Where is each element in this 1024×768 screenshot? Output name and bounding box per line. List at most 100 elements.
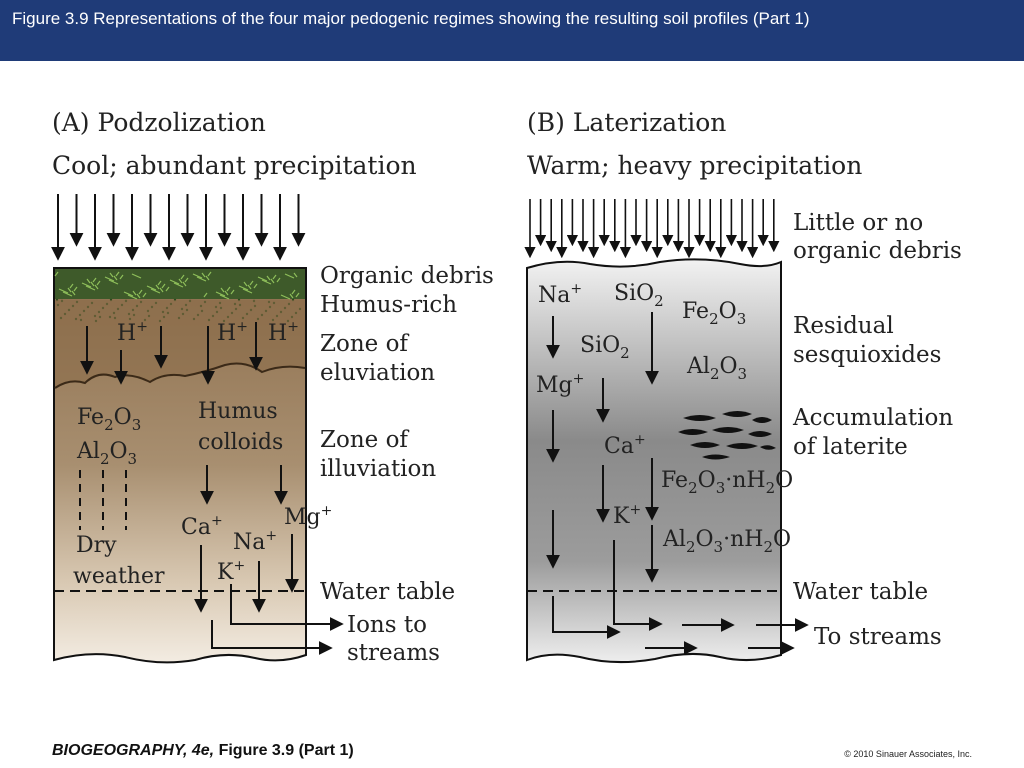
panel-b-leaching-arrows — [546, 312, 659, 583]
panel-a-organic-layer — [55, 269, 305, 299]
debris-mark — [155, 284, 160, 290]
debris-mark — [266, 275, 271, 281]
panel-b-chemicals: Na+ SiO2 Fe2O3 SiO2 Al2O3 Mg+ Ca+ Fe2O3·… — [536, 281, 793, 556]
debris-mark — [192, 273, 203, 279]
debris-mark — [165, 286, 170, 292]
panel-b-title: (B) Laterization — [527, 108, 726, 137]
debris-mark — [138, 289, 143, 295]
panel-a-rain-arrows — [51, 194, 306, 261]
debris-mark — [71, 290, 76, 296]
panel-a-eluviation-arrows — [80, 322, 263, 385]
debris-mark — [182, 281, 187, 287]
debris-mark — [243, 281, 248, 287]
debris-mark — [92, 277, 97, 283]
label-ions-to-2: streams — [347, 640, 440, 666]
label-humus-rich: Humus-rich — [320, 292, 457, 318]
debris-mark — [253, 283, 258, 289]
debris-mark — [161, 283, 166, 289]
humus-colloids-line2: colloids — [198, 430, 283, 455]
debris-mark — [94, 284, 99, 290]
debris-mark — [119, 274, 124, 280]
slide-title: Figure 3.9 Representations of the four m… — [12, 9, 810, 28]
panel-a-illuviation-arrows — [194, 465, 299, 613]
debris-mark — [238, 285, 249, 291]
panel-a-ion-flow-arrows — [211, 584, 344, 655]
debris-mark — [58, 288, 69, 294]
figure-credit: BIOGEOGRAPHY, 4e, Figure 3.9 (Part 1) — [52, 742, 354, 760]
debris-mark — [270, 278, 275, 284]
panel-a-organic-debris-marks — [54, 271, 300, 300]
debris-mark — [132, 290, 137, 296]
debris-mark — [69, 283, 74, 289]
debris-mark — [207, 271, 212, 277]
debris-mark — [219, 294, 230, 300]
debris-mark — [247, 284, 252, 290]
debris-mark — [159, 287, 164, 293]
label-little-organic-1: Little or no — [793, 210, 923, 236]
debris-mark — [178, 278, 183, 284]
label-zone-eluviation-1: Zone of — [320, 331, 409, 357]
label-zone-eluviation-2: eluviation — [320, 360, 435, 386]
debris-mark — [272, 274, 277, 280]
chem-fe2o3-a: Fe2O3 — [77, 405, 141, 434]
panel-b-flow-arrows — [552, 540, 809, 655]
h-ion-a2: H+ — [217, 319, 248, 346]
debris-mark — [205, 275, 210, 281]
figure-ref: Figure 3.9 (Part 1) — [214, 742, 354, 759]
panel-b-climate: Warm; heavy precipitation — [527, 151, 862, 180]
debris-mark — [180, 274, 185, 280]
debris-mark — [242, 288, 253, 294]
debris-mark — [108, 279, 119, 285]
debris-mark — [224, 290, 229, 296]
debris-mark — [169, 279, 180, 285]
label-accumulation-2: of laterite — [793, 434, 908, 460]
debris-mark — [115, 271, 120, 277]
debris-mark — [201, 272, 206, 278]
debris-mark — [86, 278, 91, 284]
debris-mark — [220, 287, 225, 293]
label-ions-to-1: Ions to — [347, 612, 427, 638]
ion-mg-a: Mg+ — [284, 503, 332, 530]
debris-mark — [249, 280, 254, 286]
panel-b-rain-arrows — [524, 199, 780, 259]
copyright: © 2010 Sinauer Associates, Inc. — [844, 749, 972, 759]
label-little-organic-2: organic debris — [793, 238, 962, 264]
debris-mark — [230, 289, 235, 295]
debris-mark — [276, 277, 281, 283]
label-water-table-a: Water table — [320, 579, 455, 605]
humus-colloids-line1: Humus — [198, 399, 278, 424]
debris-mark — [295, 292, 300, 298]
label-water-table-b: Water table — [793, 579, 928, 605]
debris-mark — [146, 285, 157, 291]
debris-mark — [113, 275, 118, 281]
debris-mark — [257, 276, 268, 282]
label-residual-1: Residual — [793, 313, 894, 339]
debris-mark — [280, 294, 291, 300]
panel-a-capillary-dashes — [79, 470, 127, 530]
debris-mark — [90, 281, 95, 287]
debris-mark — [184, 277, 189, 283]
debris-mark — [142, 292, 147, 298]
debris-mark — [173, 282, 184, 288]
debris-mark — [54, 271, 59, 277]
debris-mark — [127, 294, 138, 300]
label-zone-illuviation-1: Zone of — [320, 427, 409, 453]
debris-mark — [67, 287, 72, 293]
debris-mark — [157, 280, 162, 286]
debris-mark — [215, 291, 226, 297]
panel-a-climate: Cool; abundant precipitation — [52, 151, 417, 180]
chem-fe2o3-b: Fe2O3 — [682, 299, 746, 328]
debris-mark — [109, 272, 114, 278]
panel-b-soil-profile — [526, 258, 782, 664]
panel-a-eluviation-boundary — [55, 300, 305, 388]
label-organic-debris: Organic debris — [320, 263, 494, 289]
label-accumulation-1: Accumulation — [792, 405, 953, 431]
debris-mark — [150, 288, 161, 294]
debris-mark — [81, 282, 92, 288]
debris-mark — [196, 276, 207, 282]
debris-mark — [261, 279, 272, 285]
book-title: BIOGEOGRAPHY, 4e, — [52, 742, 215, 759]
debris-mark — [226, 286, 231, 292]
debris-mark — [62, 291, 73, 297]
debris-mark — [123, 291, 134, 297]
